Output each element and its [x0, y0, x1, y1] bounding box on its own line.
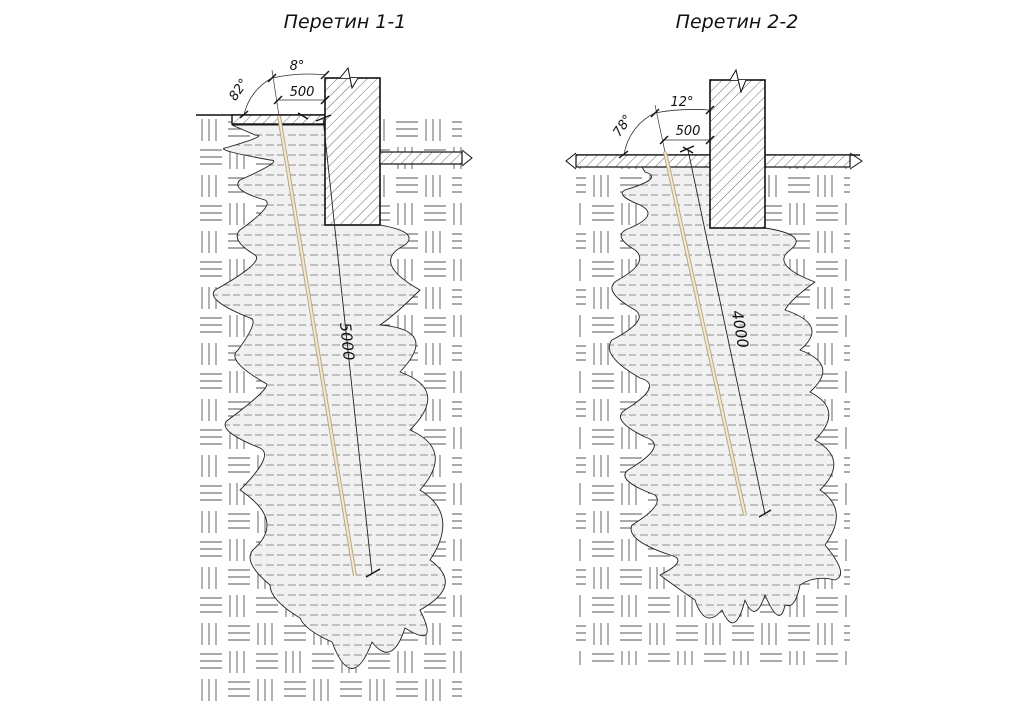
dimension-tick: [267, 73, 277, 83]
length-dimension-line: [687, 149, 766, 515]
anchor-length-label: 5000: [336, 322, 358, 362]
dimension-tick: [650, 108, 660, 118]
anchor-rod-core: [278, 115, 356, 577]
offset-label: 500: [290, 85, 315, 100]
dimension-tick: [273, 95, 283, 105]
length-dimension-line: [322, 117, 373, 575]
angle-arc: [654, 109, 711, 114]
section-title: Перетин 2-2: [676, 11, 799, 33]
dimension-tick: [705, 105, 715, 115]
extension-line: [654, 104, 666, 153]
dimension-tick: [682, 146, 694, 154]
dimension-tick: [365, 568, 381, 578]
dimension-tick: [239, 110, 249, 119]
grout-zone: [212, 124, 446, 669]
dimension-tick: [758, 509, 772, 518]
angle-vertical-label: 8°: [290, 59, 305, 74]
break-mark: [729, 68, 747, 94]
dimension-tick: [659, 135, 669, 145]
section-title: Перетин 1-1: [284, 11, 407, 33]
foundation-wall: [324, 77, 381, 226]
dimension-tick: [320, 70, 330, 80]
angle-arc: [243, 77, 273, 116]
break-mark: [339, 66, 359, 90]
angle-horizontal-label: 78°: [610, 112, 636, 139]
angle-vertical-label: 12°: [670, 95, 693, 110]
angle-horizontal-label: 82°: [226, 76, 252, 103]
floor-slab: [764, 154, 851, 168]
break-mark: [565, 152, 577, 170]
break-mark: [849, 152, 863, 170]
grout-zone: [608, 166, 842, 624]
dimension-tick: [705, 135, 715, 145]
section-2-2: Перетин 2-2 4000 78° 12° 500: [565, 11, 863, 665]
dimension-tick: [315, 114, 332, 122]
angle-arc: [271, 73, 327, 79]
dimension-tick: [320, 95, 330, 105]
angle-arc: [623, 112, 656, 156]
floor-slab: [379, 151, 463, 165]
break-mark: [461, 149, 473, 167]
section-1-1: Перетин 1-1 5000 82° 8° 500: [196, 11, 473, 703]
foundation-wall: [709, 79, 766, 229]
dimension-tick: [618, 150, 629, 159]
anchor-rod-core: [664, 151, 746, 516]
offset-label: 500: [676, 124, 701, 139]
dimension-tick: [297, 112, 309, 120]
